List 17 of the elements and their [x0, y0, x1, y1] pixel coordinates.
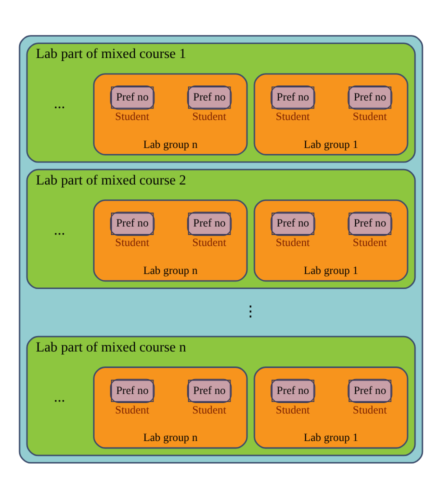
node-label: Student — [352, 404, 387, 416]
node-label: Student — [352, 237, 387, 250]
label: ... — [54, 96, 66, 112]
label: ⋮ — [243, 304, 258, 320]
cluster — [18, 35, 424, 464]
node-label: Student — [276, 110, 310, 123]
label: ... — [54, 389, 66, 406]
node-label: Student — [276, 404, 310, 416]
node-label: Student — [115, 237, 150, 250]
node-label: Student — [192, 237, 226, 250]
label: ... — [54, 222, 66, 238]
node-label: Student — [192, 110, 226, 123]
node-label: Student — [352, 110, 387, 123]
node-label: Student — [276, 237, 310, 250]
node-label: Student — [192, 404, 226, 416]
node-label: Student — [115, 404, 150, 416]
node-label: Student — [115, 110, 150, 123]
